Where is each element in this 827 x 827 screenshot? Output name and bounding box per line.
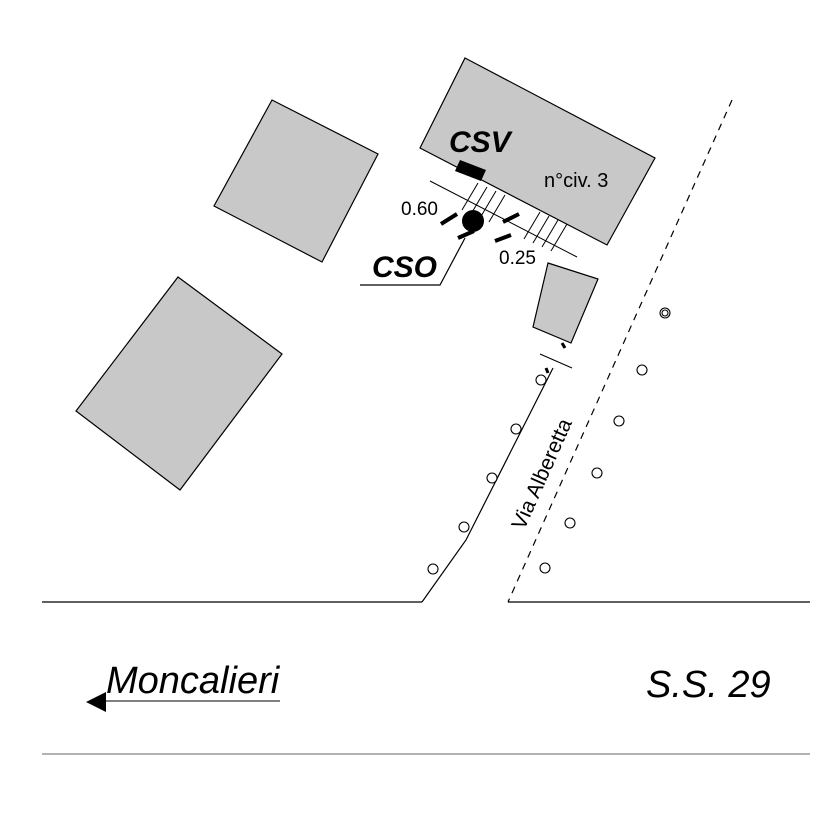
cso-marker-icon	[462, 210, 484, 232]
building-top-left	[213, 99, 379, 263]
tree-icon	[458, 521, 470, 533]
dimension-left-label: 0.60	[401, 199, 438, 220]
tree-icon	[636, 364, 648, 376]
cso-leader-line	[360, 237, 466, 286]
left-arrow-icon	[86, 692, 106, 712]
direction-label: Moncalieri	[106, 660, 281, 702]
tree-icon	[427, 563, 439, 575]
trees-west	[427, 374, 547, 575]
civic-number-label: n°civ. 3	[544, 170, 608, 192]
building-civic-3	[419, 57, 656, 246]
tree-icon	[535, 374, 547, 386]
tree-icon	[591, 467, 603, 479]
tree-icon	[613, 415, 625, 427]
dim-tick	[502, 212, 520, 224]
cso-label: CSO	[372, 251, 437, 284]
entrance-steps	[429, 180, 578, 258]
csv-marker-icon	[455, 160, 486, 181]
dimension-right-label: 0.25	[499, 248, 536, 269]
trees-east	[539, 307, 671, 574]
building-small-annex	[532, 262, 599, 344]
tree-icon	[486, 472, 498, 484]
street-west-edge	[421, 367, 554, 603]
tree-icon	[661, 309, 669, 317]
dim-tick	[457, 229, 475, 240]
tree-icon	[510, 423, 522, 435]
csv-label: CSV	[449, 126, 514, 159]
dim-tick	[439, 212, 459, 226]
dim-tick	[494, 233, 512, 243]
tree-icon	[564, 517, 576, 529]
road-label: S.S. 29	[646, 664, 771, 706]
building-large-left	[75, 276, 283, 491]
access-ticks	[539, 342, 573, 374]
street-east-edge-dashed	[507, 99, 733, 603]
tree-icon	[539, 562, 551, 574]
